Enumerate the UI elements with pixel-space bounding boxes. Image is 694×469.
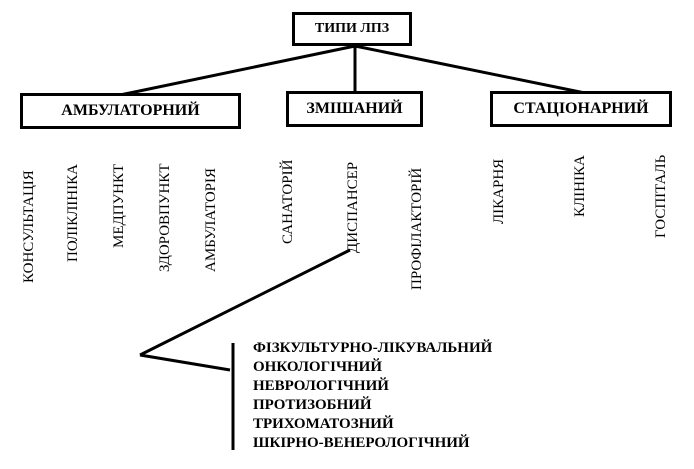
item-consultation: КОНСУЛЬТАЦІЯ [21, 170, 37, 283]
dispensary-type-item: ПРОТИЗОБНИЙ [253, 397, 372, 413]
item-sanatorium: САНАТОРІЙ [280, 159, 296, 244]
category-box-mixed: ЗМІШАНИЙ [286, 91, 423, 127]
item-military-hospital: ГОСПІТАЛЬ [653, 154, 669, 238]
dispensary-type-item: ШКІРНО-ВЕНЕРОЛОГІЧНИЙ [253, 435, 470, 451]
dispensary-type-item: ФІЗКУЛЬТУРНО-ЛІКУВАЛЬНИЙ [253, 340, 493, 356]
dispensary-type-item: ОНКОЛОГІЧНИЙ [253, 359, 382, 375]
item-zdorovpunkt: ЗДОРОВПУНКТ [157, 163, 173, 272]
dispensary-type-item: ТРИХОМАТОЗНИЙ [253, 416, 394, 432]
dispensary-pointer-upper [139, 248, 351, 357]
item-prophylactorium: ПРОФІЛАКТОРІЙ [409, 167, 425, 290]
category-label-mixed: ЗМІШАНИЙ [306, 100, 403, 117]
dispensary-pointer-lower [139, 353, 231, 372]
category-box-ambulatory: АМБУЛАТОРНИЙ [20, 93, 241, 129]
category-box-inpatient: СТАЦІОНАРНИЙ [490, 91, 672, 127]
root-label: ТИПИ ЛПЗ [314, 21, 390, 36]
root-to-ambulatory-line [119, 44, 356, 97]
dispensary-types-list: ФІЗКУЛЬТУРНО-ЛІКУВАЛЬНИЙ ОНКОЛОГІЧНИЙ НЕ… [253, 339, 492, 453]
item-polyclinic: ПОЛІКЛІНІКА [65, 164, 81, 262]
item-clinic: КЛІНІКА [572, 155, 588, 217]
item-medpunkt: МЕДПУНКТ [111, 163, 127, 248]
category-label-ambulatory: АМБУЛАТОРНИЙ [61, 102, 200, 119]
category-label-inpatient: СТАЦІОНАРНИЙ [513, 100, 649, 117]
item-ambulatoria: АМБУЛАТОРІЯ [203, 167, 219, 272]
item-dispensary: ДИСПАНСЕР [345, 161, 361, 253]
root-box: ТИПИ ЛПЗ [292, 12, 412, 46]
dispensary-type-item: НЕВРОЛОГІЧНИЙ [253, 378, 389, 394]
root-to-inpatient-line [354, 44, 586, 95]
item-hospital: ЛІКАРНЯ [491, 158, 507, 224]
